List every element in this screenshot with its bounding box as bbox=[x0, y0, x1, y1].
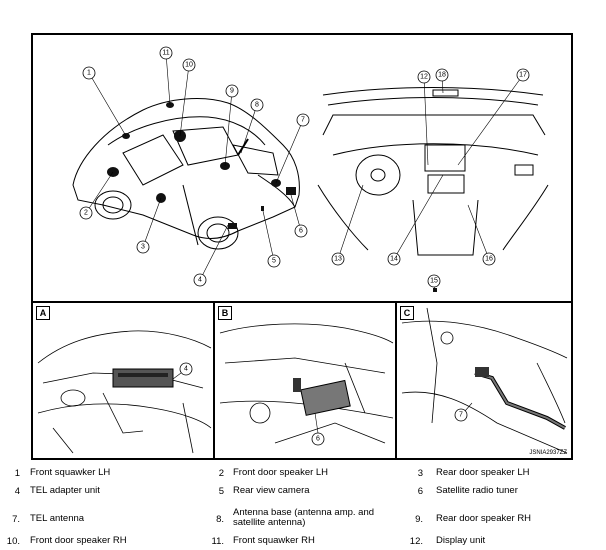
callout-6: 6 bbox=[299, 228, 303, 235]
callout-2: 2 bbox=[84, 210, 88, 217]
legend-text: TEL antenna bbox=[30, 513, 85, 524]
legend-text: Satellite radio tuner bbox=[436, 485, 518, 496]
legend-text: Front squawker RH bbox=[233, 535, 315, 546]
callout-12: 12 bbox=[420, 74, 428, 81]
callout-13: 13 bbox=[334, 256, 342, 263]
callout-10: 10 bbox=[185, 62, 193, 69]
callout-5: 5 bbox=[272, 258, 276, 265]
callout-14: 14 bbox=[390, 256, 398, 263]
detail-panel-a: 4 A bbox=[33, 303, 215, 458]
panel-a-label: A bbox=[36, 306, 50, 320]
detail-panel-c: 7 C JSNIA2937ZZ bbox=[397, 303, 571, 458]
legend-number: 5 bbox=[218, 486, 224, 497]
callout-4: 4 bbox=[198, 277, 202, 284]
callout-9: 9 bbox=[230, 88, 234, 95]
callout-7: 7 bbox=[301, 117, 305, 124]
callout-15: 15 bbox=[430, 278, 438, 285]
legend-number: 4 bbox=[14, 486, 20, 497]
legend-number: 1 bbox=[14, 468, 20, 479]
legend-number: 3 bbox=[417, 468, 423, 479]
legend-row: 1 Front squawker LH 2 Front door speaker… bbox=[0, 468, 606, 482]
legend-text: Front squawker LH bbox=[30, 467, 111, 478]
component-location-diagram: 1 2 3 4 5 6 7 8 9 10 11 12 13 14 15 16 1… bbox=[31, 33, 573, 460]
tel-antenna-detail: 7 bbox=[401, 307, 568, 454]
callout-3: 3 bbox=[141, 244, 145, 251]
panel-a-callout: 4 bbox=[184, 366, 188, 373]
legend-number: 8. bbox=[216, 514, 224, 525]
tel-adapter-detail: 4 bbox=[37, 330, 212, 454]
satellite-tuner-detail: 6 bbox=[219, 323, 394, 446]
callout-11: 11 bbox=[162, 50, 169, 57]
callout-1: 1 bbox=[87, 70, 91, 77]
legend-text: Rear view camera bbox=[233, 485, 310, 496]
legend-number: 6 bbox=[417, 486, 423, 497]
legend-row: 4 TEL adapter unit 5 Rear view camera 6 … bbox=[0, 486, 606, 500]
legend-text: TEL adapter unit bbox=[30, 485, 100, 496]
figure-code: JSNIA2937ZZ bbox=[529, 450, 567, 456]
legend-text: Rear door speaker LH bbox=[436, 467, 530, 478]
legend-number: 9. bbox=[415, 514, 423, 525]
vehicle-illustration: 1 2 3 4 5 6 7 8 9 10 11 12 13 14 15 16 1… bbox=[72, 46, 549, 292]
legend-number: 7. bbox=[12, 514, 20, 525]
legend-text: Antenna base (antenna amp. and satellite… bbox=[233, 507, 375, 528]
legend-text: Rear door speaker RH bbox=[436, 513, 532, 524]
legend-number: 2 bbox=[218, 468, 224, 479]
legend-text: Front door speaker RH bbox=[30, 535, 127, 546]
panel-b-label: B bbox=[218, 306, 232, 320]
legend-row: 10. Front door speaker RH 11. Front squa… bbox=[0, 536, 606, 550]
detail-panel-b: 6 B bbox=[215, 303, 397, 458]
legend-text: Display unit bbox=[436, 535, 486, 546]
callout-16: 16 bbox=[485, 256, 493, 263]
panel-b-callout: 6 bbox=[316, 436, 320, 443]
legend-text: Front door speaker LH bbox=[233, 467, 329, 478]
panel-c-label: C bbox=[400, 306, 414, 320]
callout-17: 17 bbox=[519, 72, 527, 79]
callout-18: 18 bbox=[438, 72, 446, 79]
legend-row: 7. TEL antenna 8. Antenna base (antenna … bbox=[0, 508, 606, 532]
callout-8: 8 bbox=[255, 102, 259, 109]
overview-panel: 1 2 3 4 5 6 7 8 9 10 11 12 13 14 15 16 1… bbox=[33, 35, 571, 303]
panel-c-callout: 7 bbox=[459, 412, 463, 419]
